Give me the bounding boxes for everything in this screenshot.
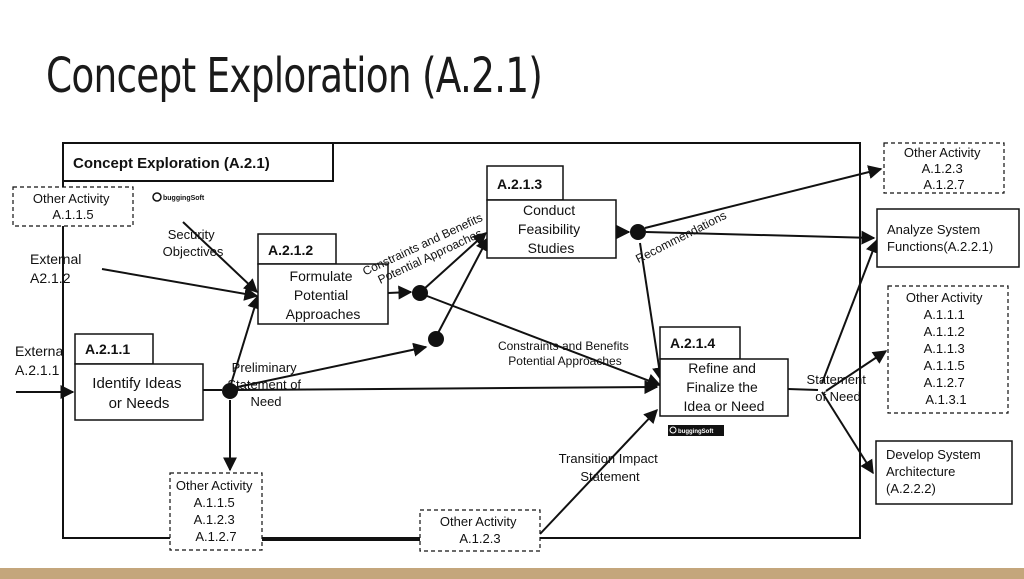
label-constraints-mid: Potential Approaches [508, 354, 621, 368]
activity-a212-line: Formulate [290, 268, 353, 284]
other-activity-top-right[interactable]: Other Activity A.1.2.3 A.1.2.7 [883, 142, 1005, 194]
junction-dot [222, 383, 238, 399]
frame-title: Concept Exploration (A.2.1) [73, 155, 270, 172]
other-activity-line: A.1.2.7 [195, 529, 236, 544]
junction-dots [222, 224, 646, 399]
activity-a213-line: Feasibility [518, 221, 580, 237]
other-activity-line: A.1.1.2 [924, 324, 965, 339]
svg-text:Refine and Finalize the: Refine and Finalize the Idea or Need [684, 360, 765, 414]
other-activity-line: A.1.1.5 [924, 358, 965, 373]
activity-a213-line: Conduct [523, 202, 575, 218]
label-transition: Statement [580, 469, 640, 484]
label-external-top: External [30, 251, 81, 267]
other-activity-line: Other Activity [176, 478, 253, 493]
label-prelim: Statement of [227, 377, 301, 392]
label-external-top: A2.1.2 [30, 270, 71, 286]
other-activity-line: Other Activity [33, 191, 110, 206]
label-external-left: A.2.1.1 [15, 362, 60, 378]
other-activity-line: Other Activity [904, 145, 981, 160]
svg-text:Statement of Need: Statement of Need [807, 372, 870, 404]
label-external-left: Externa [15, 343, 63, 359]
svg-text:Security Objectives: Security Objectives [163, 227, 224, 259]
other-activity-line: A.1.2.3 [194, 512, 235, 527]
activity-a214[interactable]: A.2.1.4 Refine and Finalize the Idea or … [659, 326, 789, 417]
develop-line: Architecture [886, 464, 955, 479]
label-prelim: Preliminary [232, 360, 298, 375]
junction-dot [630, 224, 646, 240]
develop-line: Develop System [886, 447, 981, 462]
activity-a214-id: A.2.1.4 [670, 335, 715, 351]
other-activity-line: A.1.2.7 [923, 177, 964, 192]
bottom-accent-bar [0, 568, 1024, 579]
junction-dot [412, 285, 428, 301]
activity-a211-line: Identify Ideas [92, 375, 181, 392]
svg-text:Other Activity A.1.2.3: Other Activity A.1.2.3 [440, 514, 520, 546]
watermark-text: buggingSoft [678, 429, 713, 435]
svg-text:Formulate Potential: Formulate Potential Approaches [286, 268, 361, 322]
activity-a212-line: Potential [294, 287, 348, 303]
svg-text:Other Activity A.1.1.5: Other Activity A.1.1.5 [33, 191, 113, 222]
label-security: Security [168, 227, 215, 242]
label-security: Objectives [163, 244, 224, 259]
slide-title: Concept Exploration (A.2.1) [46, 48, 543, 104]
activity-a213[interactable]: A.2.1.3 Conduct Feasibility Studies [486, 165, 617, 259]
other-activity-line: A.1.3.1 [925, 392, 966, 407]
label-constraints-mid: Constraints and Benefits [498, 339, 629, 353]
activity-a212[interactable]: A.2.1.2 Formulate Potential Approaches [257, 233, 389, 325]
label-prelim: Need [250, 394, 281, 409]
svg-text:Constraints and Benefits P: Constraints and Benefits Potential Appro… [498, 339, 632, 368]
other-activity-line: A.1.2.7 [924, 375, 965, 390]
label-transition: Transition Impact [559, 451, 659, 466]
other-activity-line: Other Activity [440, 514, 517, 529]
watermark-logo: buggingSoft [152, 192, 205, 202]
other-activity-bottom-mid[interactable]: Other Activity A.1.2.3 [419, 509, 541, 552]
label-statement-need: Statement [807, 372, 867, 387]
analyze-system-functions[interactable]: Analyze System Functions(A.2.2.1) [876, 208, 1020, 268]
other-activity-line: Other Activity [906, 290, 983, 305]
frame-title-box [62, 142, 334, 182]
activity-a213-id: A.2.1.3 [497, 176, 542, 192]
activity-a211[interactable]: A.2.1.1 Identify Ideas or Needs [74, 333, 204, 421]
activity-a212-line: Approaches [286, 306, 361, 322]
svg-text:Externa A.2.1.1: Externa A.2.1.1 [15, 343, 67, 378]
other-activity-line: A.1.1.5 [194, 495, 235, 510]
analyze-line: Analyze System [887, 222, 980, 237]
svg-text:Conduct Feasibility: Conduct Feasibility Studies [518, 202, 584, 256]
label-recommendations: Recommendations [633, 208, 729, 266]
connectors [16, 165, 888, 541]
label-statement-need: of Need [815, 389, 861, 404]
svg-text:Analyze System Functions: Analyze System Functions(A.2.2.1) [887, 222, 993, 254]
watermark-logo: buggingSoft [668, 425, 724, 436]
analyze-line: Functions(A.2.2.1) [887, 239, 993, 254]
activity-a212-id: A.2.1.2 [268, 242, 313, 258]
svg-text:Constraints and Benefits P: Constraints and Benefits Potential Appro… [360, 209, 493, 291]
svg-text:Other Activity A.1.1.1: Other Activity A.1.1.1 A.1.1.2 A.1.1.3 A… [906, 290, 986, 407]
activity-a214-line: Finalize the [686, 379, 758, 395]
watermark-text: buggingSoft [163, 195, 205, 202]
svg-text:Develop System Architect: Develop System Architecture (A.2.2.2) [886, 447, 984, 496]
junction-dot [428, 331, 444, 347]
svg-text:Other Activity A.1.2.3: Other Activity A.1.2.3 A.1.2.7 [904, 145, 984, 192]
activity-a214-line: Refine and [688, 360, 756, 376]
other-activity-bottom-left[interactable]: Other Activity A.1.1.5 A.1.2.3 A.1.2.7 [169, 472, 263, 551]
activity-a213-line: Studies [528, 240, 575, 256]
svg-text:Identify Ideas or Needs: Identify Ideas or Needs [92, 375, 185, 412]
other-activity-line: A.1.2.3 [922, 161, 963, 176]
other-activity-line: A.1.1.1 [924, 307, 965, 322]
activity-a211-line: or Needs [109, 395, 170, 412]
other-activity-line: A.1.1.5 [52, 207, 93, 222]
svg-text:Preliminary Statement of: Preliminary Statement of Need [227, 360, 304, 409]
svg-text:External A2.1.2: External A2.1.2 [30, 251, 85, 286]
develop-line: (A.2.2.2) [886, 481, 936, 496]
activity-a214-line: Idea or Need [684, 398, 765, 414]
other-activity-line: A.1.2.3 [459, 531, 500, 546]
other-activity-line: A.1.1.3 [924, 341, 965, 356]
other-activity-mid-right[interactable]: Other Activity A.1.1.1 A.1.1.2 A.1.1.3 A… [887, 285, 1009, 414]
activity-a211-id: A.2.1.1 [85, 341, 130, 357]
svg-text:Other Activity A.1.1.5: Other Activity A.1.1.5 A.1.2.3 A.1.2.7 [176, 478, 256, 544]
other-activity-a115[interactable]: Other Activity A.1.1.5 [12, 186, 134, 227]
develop-system-architecture[interactable]: Develop System Architecture (A.2.2.2) [875, 440, 1013, 505]
svg-text:Transition Impact Statemen: Transition Impact Statement [559, 451, 662, 484]
